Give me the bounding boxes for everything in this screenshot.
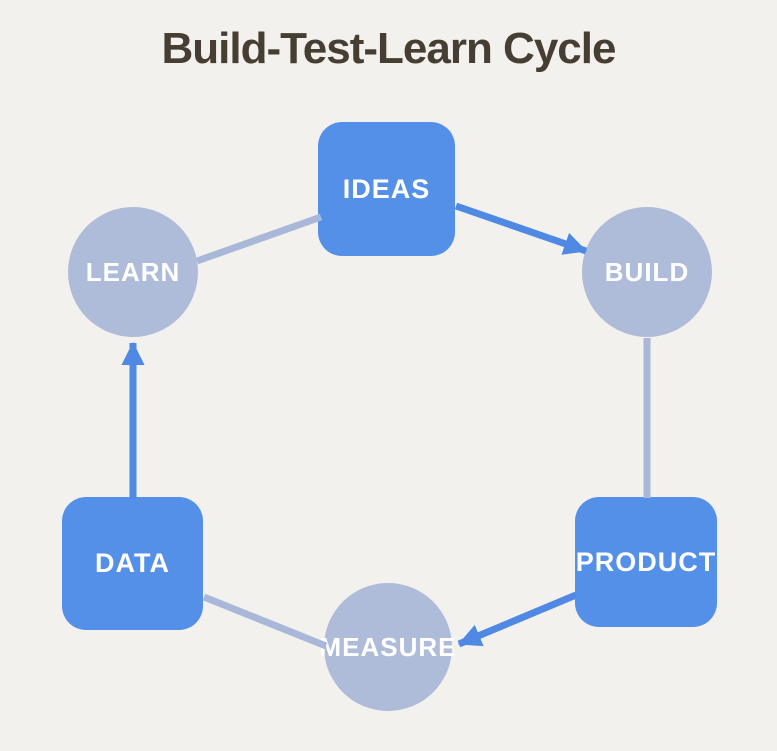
node-ideas: IDEAS [318, 122, 455, 256]
node-data: DATA [62, 497, 203, 630]
node-build: BUILD [582, 207, 712, 337]
node-ideas-label: IDEAS [342, 173, 431, 204]
node-data-label: DATA [95, 548, 170, 578]
node-measure: MEASURE [320, 583, 456, 711]
connector-learn-to-ideas [195, 213, 323, 265]
connector-measure-to-data [202, 593, 328, 650]
page-title: Build-Test-Learn Cycle [161, 24, 617, 73]
node-measure-label: MEASURE [319, 631, 457, 662]
connector-product-to-measure [457, 591, 578, 648]
node-product-label: PRODUCT [575, 546, 717, 577]
node-build-label: BUILD [604, 256, 690, 287]
node-product: PRODUCT [575, 497, 717, 627]
node-learn-label: LEARN [85, 256, 181, 287]
connector-ideas-to-build [454, 202, 588, 255]
node-learn: LEARN [68, 207, 198, 337]
